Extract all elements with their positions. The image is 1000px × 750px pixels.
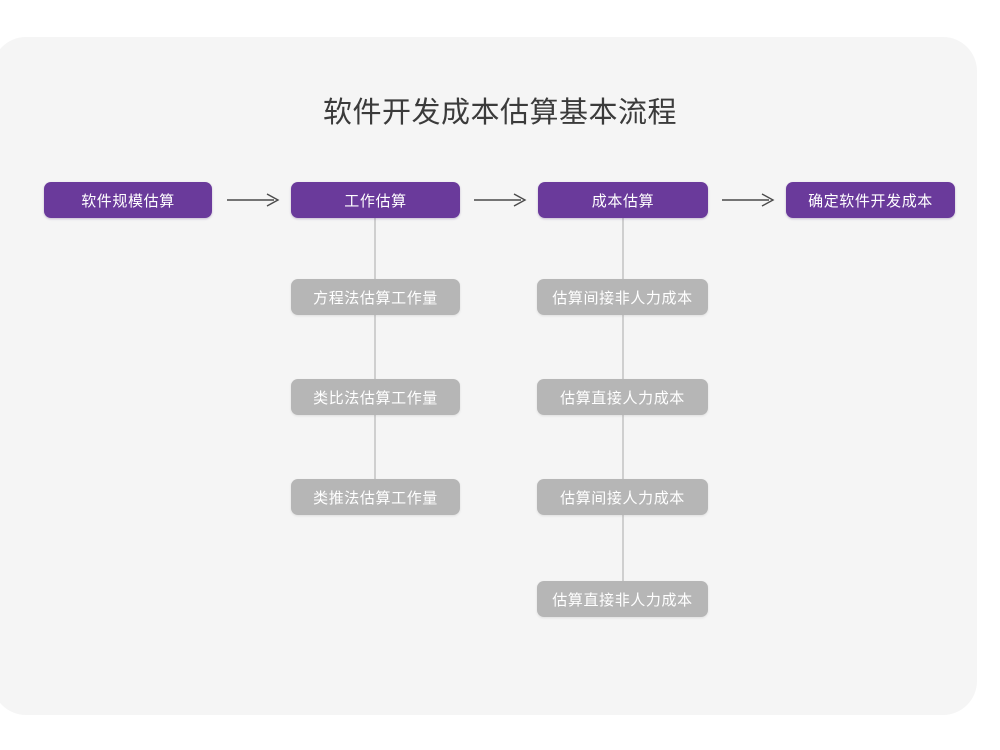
node-analogy-method-effort[interactable]: 类比法估算工作量 [291,379,460,415]
node-label: 软件规模估算 [81,192,175,210]
node-label: 估算直接非人力成本 [552,591,693,609]
node-software-scale-estimation[interactable]: 软件规模估算 [44,182,212,218]
diagram-card-background [0,37,977,715]
node-indirect-nonlabor-cost[interactable]: 估算间接非人力成本 [537,279,708,315]
node-label: 估算间接人力成本 [560,489,685,507]
node-label: 确定软件开发成本 [808,192,933,210]
node-label: 成本估算 [591,192,655,210]
node-label: 类推法估算工作量 [313,489,438,507]
arrow-right-icon-3 [718,182,780,218]
node-direct-nonlabor-cost[interactable]: 估算直接非人力成本 [537,581,708,617]
node-indirect-labor-cost[interactable]: 估算间接人力成本 [537,479,708,515]
node-label: 工作估算 [344,192,407,210]
node-label: 估算直接人力成本 [560,389,685,407]
node-label: 方程法估算工作量 [313,289,438,307]
connector-line-work-estimation [374,218,376,503]
arrow-right-icon-1 [223,182,285,218]
node-label: 估算间接非人力成本 [552,289,693,307]
node-work-estimation[interactable]: 工作估算 [291,182,460,218]
node-determine-development-cost[interactable]: 确定软件开发成本 [786,182,955,218]
node-cost-estimation[interactable]: 成本估算 [538,182,708,218]
arrow-right-icon-2 [470,182,532,218]
node-equation-method-effort[interactable]: 方程法估算工作量 [291,279,460,315]
node-analogical-method-effort[interactable]: 类推法估算工作量 [291,479,460,515]
node-direct-labor-cost[interactable]: 估算直接人力成本 [537,379,708,415]
page-title: 软件开发成本估算基本流程 [322,97,677,129]
node-label: 类比法估算工作量 [313,389,438,407]
